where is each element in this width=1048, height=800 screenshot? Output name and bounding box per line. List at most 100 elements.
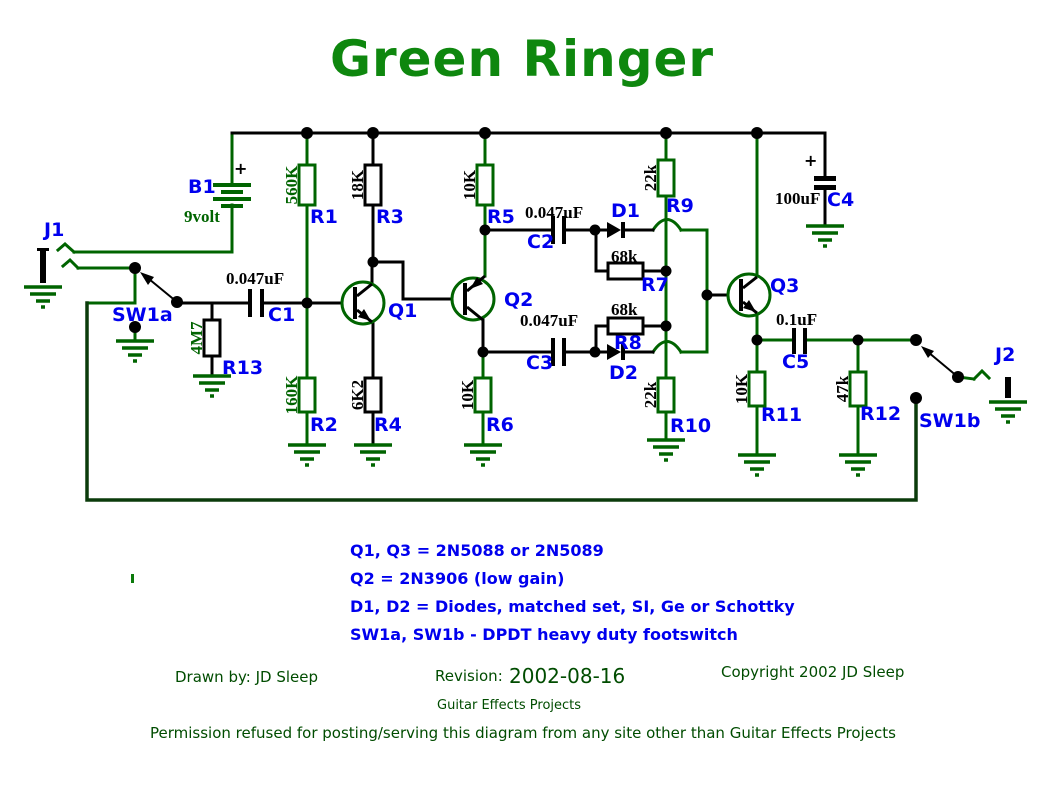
junction-dot [479, 127, 491, 139]
capacitor-C5-plates [803, 328, 807, 354]
capacitor-plates [248, 176, 836, 366]
diode-D2-bar [621, 344, 625, 360]
resistor-R9-label: R9 [666, 195, 694, 217]
capacitor-C1-value: 0.047uF [226, 269, 284, 288]
junction-dot [751, 127, 763, 139]
switch-contact-dot [129, 321, 141, 333]
resistor-R11-body [747, 370, 767, 408]
wire-q1-q2-coupling [371, 260, 465, 301]
resistor-R12-value: 47k [833, 375, 852, 402]
wire-tip-to-bypass [85, 266, 137, 305]
capacitor-C2-plates [551, 216, 555, 244]
resistor-R10-label: R10 [670, 415, 711, 437]
capacitor-C3-plates [562, 338, 566, 366]
resistor-R8-value: 68k [611, 300, 638, 319]
junction-dot [301, 297, 313, 309]
transistor-Q2-emitter-arrow [470, 277, 483, 289]
switch-contact-dot [910, 334, 922, 346]
junction-dot [589, 346, 601, 358]
resistor-R9-value: 22k [641, 164, 660, 191]
resistor-R13-label: R13 [222, 357, 263, 379]
switch-pole-dot [171, 296, 183, 308]
resistor-R7-value: 68k [611, 247, 638, 266]
switch-contact-dot [129, 262, 141, 274]
battery-B1-label: B1 [188, 176, 216, 198]
resistor-R8-body [606, 316, 645, 336]
transistor-Q3-bar [739, 279, 743, 311]
jack-J1-cap [37, 248, 49, 251]
resistor-R3-body [363, 163, 383, 207]
permission-text: Permission refused for posting/serving t… [150, 724, 896, 742]
resistor-bodies [202, 158, 868, 414]
resistor-R1-body [297, 163, 317, 207]
capacitor-C4-plates [814, 185, 836, 190]
switch-SW1b-arm [927, 351, 959, 378]
resistor-R6-label: R6 [486, 414, 514, 436]
battery-symbol [213, 183, 251, 208]
resistor-R4-body [363, 376, 383, 414]
resistor-R9-body [656, 158, 676, 198]
jack-J1-tip-bar [40, 251, 46, 283]
resistor-R12-body [848, 370, 868, 408]
battery-plus-sign: + [234, 159, 247, 178]
junction-dot [367, 256, 379, 268]
resistor-R1-label: R1 [310, 206, 338, 228]
junction-dot [852, 334, 864, 346]
note-switch: SW1a, SW1b - DPDT heavy duty footswitch [350, 625, 738, 644]
wire-battery-to-ring [72, 203, 234, 254]
note-transistors-2: Q2 = 2N3906 (low gain) [350, 569, 564, 588]
resistor-R6-value: 10K [458, 379, 477, 410]
transistor-Q1-emitter-arrow [358, 309, 371, 321]
capacitor-C2-value: 0.047uF [525, 203, 583, 222]
diode-D1-label: D1 [611, 200, 640, 222]
transistor-Q2-circle [450, 276, 496, 322]
resistor-R10-value: 22k [641, 381, 660, 408]
revision-label: Revision: [435, 667, 503, 685]
battery-value: 9volt [184, 207, 220, 226]
resistor-R8-label: R8 [614, 332, 642, 354]
junction-dot [367, 127, 379, 139]
resistor-R7-body [606, 261, 645, 281]
resistor-R5-value: 10K [460, 169, 479, 200]
capacitor-C4-plus-sign: + [804, 151, 817, 170]
junction-dots [129, 127, 964, 404]
capacitor-C3-plates [551, 338, 555, 366]
diode-D2-symbol [607, 344, 621, 360]
note-transistors-1: Q1, Q3 = 2N5088 or 2N5089 [350, 541, 604, 560]
transistor-Q1-label: Q1 [388, 300, 417, 322]
diodes [607, 222, 625, 360]
junction-dot [301, 127, 313, 139]
jack-J2-label: J2 [993, 344, 1015, 366]
resistor-R5-label: R5 [487, 206, 515, 228]
wire-r7-left [594, 230, 610, 273]
switch-SW1a-arrow [140, 272, 154, 285]
resistor-R12-label: R12 [860, 403, 901, 425]
page-title: Green Ringer [330, 30, 714, 88]
wire-hop-lower [650, 340, 684, 355]
resistor-R1-value: 560K [282, 165, 301, 205]
wire-r8-left [594, 324, 610, 352]
resistor-R2-label: R2 [310, 414, 338, 436]
resistor-R2-value: 160K [282, 375, 301, 415]
wire-hop-upper [650, 218, 684, 233]
diode-D1-symbol [607, 222, 621, 238]
capacitor-C4-value: 100uF [775, 189, 820, 208]
resistor-R11-label: R11 [761, 404, 802, 426]
resistor-R10-body [656, 376, 676, 414]
resistor-R4-label: R4 [374, 414, 402, 436]
site-name: Guitar Effects Projects [437, 698, 581, 713]
switch-contact-dot [910, 392, 922, 404]
resistor-R6-body [473, 376, 493, 414]
revision-date: 2002-08-16 [509, 664, 625, 688]
capacitor-C3-value: 0.047uF [520, 311, 578, 330]
switch-SW1a-arm [148, 278, 178, 303]
resistor-R3-value: 18K [348, 169, 367, 200]
resistor-R13-value: 4M7 [187, 321, 206, 355]
transistor-Q3-label: Q3 [770, 275, 799, 297]
transistor-Q2-bar [463, 283, 467, 315]
junction-dot [479, 224, 491, 236]
capacitor-C5-value: 0.1uF [776, 310, 817, 329]
switch-SW1b-label: SW1b [919, 410, 980, 432]
